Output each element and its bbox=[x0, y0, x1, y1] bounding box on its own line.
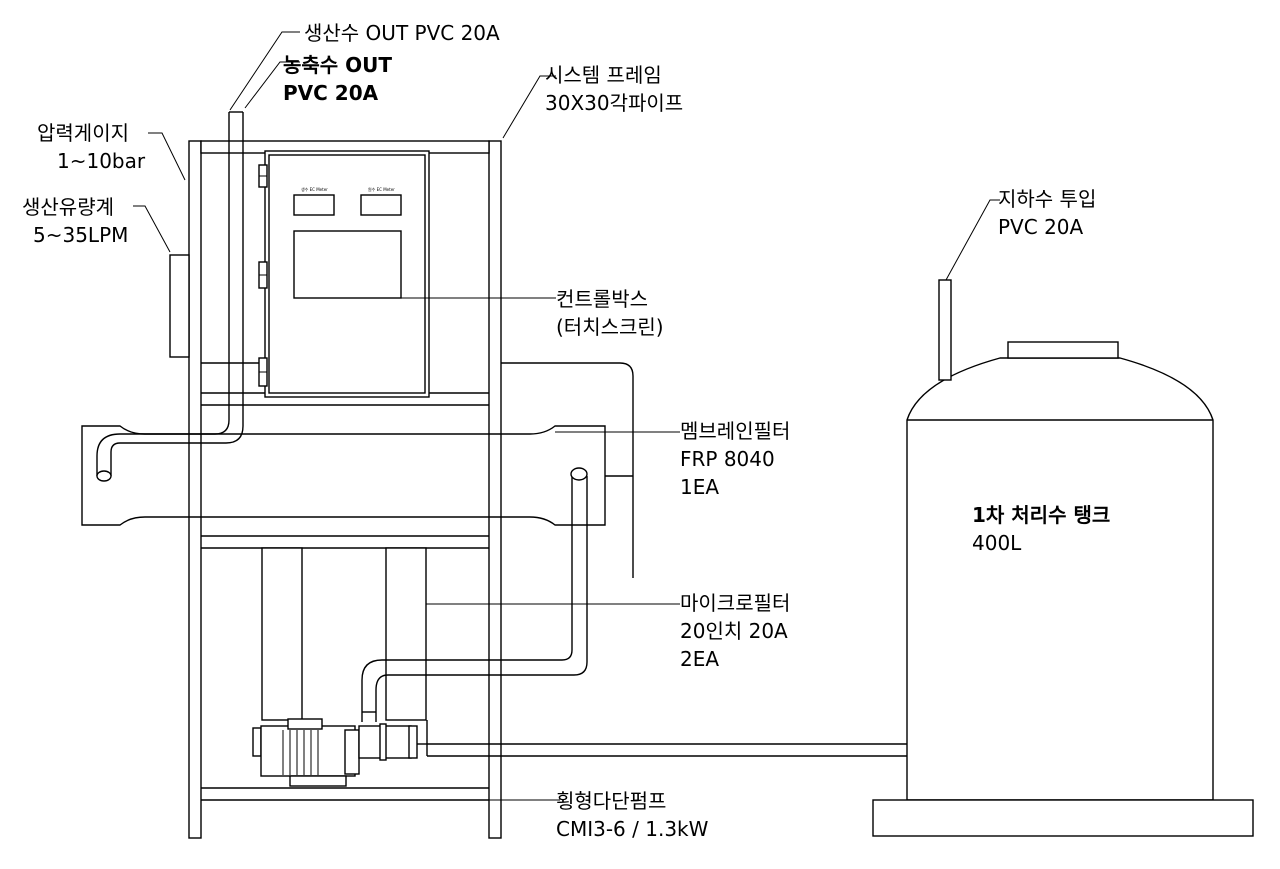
ec-meter-right-label: 원수 EC Meter bbox=[368, 186, 395, 192]
label-flow-meter: 생산유량계 bbox=[22, 195, 114, 219]
feed-pipe bbox=[361, 467, 588, 722]
label-control-box: 컨트롤박스 bbox=[556, 287, 648, 311]
label-pump: 횡형다단펌프 bbox=[556, 789, 666, 813]
ec-meter-left-label: 생수 EC Meter bbox=[301, 186, 328, 192]
label-pump-spec: CMI3-6 / 1.3kW bbox=[556, 817, 709, 841]
label-micro-filter: 마이크로필터 bbox=[680, 591, 790, 615]
system-frame bbox=[188, 140, 502, 839]
label-micro-spec: 20인치 20A bbox=[680, 619, 788, 643]
label-pressure-range: 1~10bar bbox=[57, 149, 146, 173]
treatment-tank bbox=[872, 279, 1254, 837]
label-touch-screen: (터치스크린) bbox=[556, 315, 664, 339]
label-membrane-spec: FRP 8040 bbox=[680, 447, 775, 471]
label-groundwater-pvc: PVC 20A bbox=[998, 215, 1084, 239]
leader-lines bbox=[133, 31, 1000, 801]
ec-meter-left-display bbox=[293, 194, 335, 216]
groundwater-inlet-pipe bbox=[938, 279, 952, 381]
label-frame-spec: 30X30각파이프 bbox=[545, 91, 683, 115]
label-membrane: 멤브레인필터 bbox=[680, 419, 790, 443]
label-tank: 1차 처리수 탱크 bbox=[972, 503, 1110, 527]
label-concentrate-pvc: PVC 20A bbox=[283, 81, 379, 105]
label-micro-qty: 2EA bbox=[680, 647, 719, 671]
label-system-frame: 시스템 프레임 bbox=[545, 63, 662, 87]
touch-screen bbox=[293, 230, 402, 299]
label-flow-range: 5~35LPM bbox=[33, 223, 128, 247]
label-pressure-gauge: 압력게이지 bbox=[37, 121, 129, 145]
horizontal-pump bbox=[252, 718, 428, 787]
label-groundwater: 지하수 투입 bbox=[998, 187, 1096, 211]
tank-to-pump-pipe bbox=[427, 743, 907, 757]
ec-meter-right-display bbox=[360, 194, 402, 216]
micro-filters bbox=[261, 547, 427, 721]
control-box: 생수 EC Meter 원수 EC Meter bbox=[258, 150, 430, 398]
flow-meter bbox=[169, 254, 190, 358]
label-membrane-qty: 1EA bbox=[680, 475, 719, 499]
membrane-filter bbox=[81, 362, 634, 578]
label-tank-volume: 400L bbox=[972, 531, 1022, 555]
label-product-out: 생산수 OUT PVC 20A bbox=[304, 21, 500, 45]
label-concentrate-out: 농축수 OUT bbox=[283, 53, 392, 77]
